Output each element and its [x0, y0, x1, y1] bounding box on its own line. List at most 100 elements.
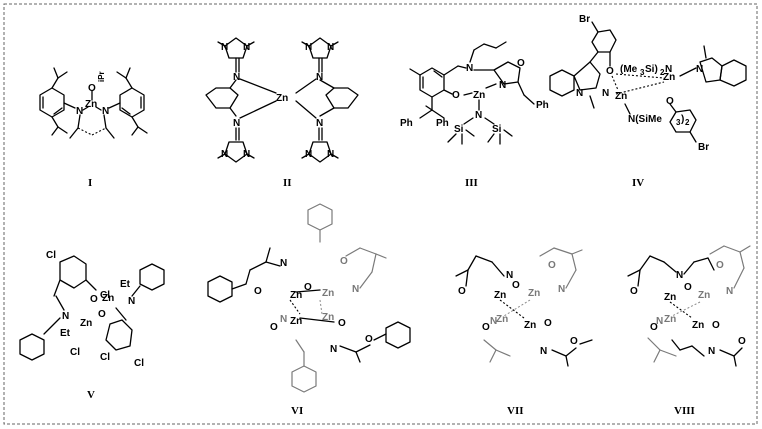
- svg-text:Br: Br: [698, 142, 709, 153]
- compound-label: III: [465, 177, 478, 189]
- svg-text:3: 3: [640, 68, 645, 77]
- svg-text:N: N: [696, 64, 703, 75]
- svg-text:O: O: [570, 336, 578, 347]
- svg-text:O: O: [512, 280, 520, 291]
- svg-text:Si): Si): [645, 64, 658, 75]
- atom-ipr: iPr: [97, 71, 106, 82]
- svg-text:O: O: [630, 286, 638, 297]
- svg-text:Cl: Cl: [100, 290, 110, 301]
- svg-text:Zn: Zn: [663, 72, 675, 83]
- svg-text:3: 3: [676, 118, 681, 127]
- svg-text:N: N: [726, 286, 733, 297]
- svg-text:N: N: [280, 258, 287, 269]
- compound-v: Cl Cl N O Zn O Zn Et Et N Cl Cl Cl V: [19, 250, 165, 401]
- svg-text:N(SiMe: N(SiMe: [628, 114, 662, 125]
- svg-text:O: O: [738, 336, 746, 347]
- svg-text:Zn: Zn: [524, 320, 536, 331]
- svg-text:N: N: [656, 316, 663, 327]
- figure-frame: [3, 3, 758, 425]
- compound-label: VII: [507, 405, 524, 417]
- svg-text:Zn: Zn: [692, 320, 704, 331]
- svg-text:N: N: [221, 42, 228, 53]
- svg-text:2: 2: [685, 118, 690, 127]
- compound-label: VIII: [674, 405, 695, 417]
- svg-text:(Me: (Me: [620, 64, 638, 75]
- compound-label: IV: [632, 177, 644, 189]
- svg-text:Zn: Zn: [290, 316, 302, 327]
- svg-text:Zn: Zn: [615, 91, 627, 102]
- svg-text:N: N: [305, 149, 312, 160]
- svg-text:N: N: [708, 346, 715, 357]
- svg-text:O: O: [712, 320, 720, 331]
- atom-n: N: [76, 106, 83, 117]
- svg-text:Zn: Zn: [102, 293, 114, 304]
- svg-text:N: N: [475, 110, 482, 121]
- svg-text:N: N: [221, 149, 228, 160]
- svg-text:Si: Si: [492, 124, 502, 135]
- svg-text:O: O: [452, 90, 460, 101]
- svg-text:N: N: [499, 80, 506, 91]
- svg-text:O: O: [684, 282, 692, 293]
- compound-iv: Br O N N (Me 3 Si) 2 N Zn Zn N O Br N(Si…: [549, 14, 747, 189]
- atom-o: O: [88, 83, 96, 94]
- svg-text:Zn: Zn: [496, 314, 508, 325]
- svg-text:N: N: [316, 72, 323, 83]
- svg-text:Zn: Zn: [322, 312, 334, 323]
- svg-text:O: O: [517, 58, 525, 69]
- svg-text:N: N: [352, 284, 359, 295]
- svg-text:N: N: [128, 296, 135, 307]
- svg-text:N: N: [243, 149, 250, 160]
- svg-text:O: O: [716, 260, 724, 271]
- svg-text:Zn: Zn: [473, 90, 485, 101]
- svg-text:N: N: [576, 88, 583, 99]
- compound-ii: N N N N N N Zn N N: [205, 37, 359, 189]
- compound-i: N N Zn O iPr I: [39, 67, 148, 189]
- svg-text:Ph: Ph: [436, 118, 449, 129]
- svg-text:O: O: [90, 294, 98, 305]
- svg-text:O: O: [340, 256, 348, 267]
- svg-text:2: 2: [660, 68, 665, 77]
- svg-text:Cl: Cl: [46, 250, 56, 261]
- compound-vii: O Zn Zn Zn Zn N N O N O O O N O VII: [455, 247, 593, 417]
- svg-text:O: O: [98, 309, 106, 320]
- compound-viii: O Zn Zn Zn Zn N N O N O O O N O VIII: [627, 245, 751, 417]
- svg-text:Cl: Cl: [70, 347, 80, 358]
- svg-text:O: O: [270, 322, 278, 333]
- compound-iii: Ph Ph O N O N Ph Zn N Si Si III: [400, 41, 549, 189]
- svg-text:N: N: [243, 42, 250, 53]
- svg-text:O: O: [304, 282, 312, 293]
- svg-text:Br: Br: [579, 14, 590, 25]
- svg-text:Zn: Zn: [664, 314, 676, 325]
- svg-text:N: N: [506, 270, 513, 281]
- compound-label: I: [88, 177, 92, 189]
- compound-label: II: [283, 177, 292, 189]
- compound-label: V: [87, 389, 95, 401]
- svg-text:): ): [681, 114, 684, 125]
- svg-text:N: N: [327, 42, 334, 53]
- svg-text:N: N: [305, 42, 312, 53]
- svg-text:Cl: Cl: [134, 358, 144, 369]
- svg-text:O: O: [365, 334, 373, 345]
- svg-text:N: N: [665, 64, 672, 75]
- svg-text:N: N: [558, 284, 565, 295]
- svg-text:N: N: [540, 346, 547, 357]
- svg-text:O: O: [548, 260, 556, 271]
- svg-text:Si: Si: [454, 124, 464, 135]
- svg-text:Cl: Cl: [100, 352, 110, 363]
- svg-text:O: O: [606, 66, 614, 77]
- atom-zn: Zn: [85, 99, 97, 110]
- atom-n: N: [102, 106, 109, 117]
- svg-text:O: O: [458, 286, 466, 297]
- svg-text:N: N: [466, 63, 473, 74]
- svg-text:Zn: Zn: [664, 292, 676, 303]
- svg-text:Zn: Zn: [494, 290, 506, 301]
- svg-text:N: N: [233, 118, 240, 129]
- svg-text:N: N: [602, 88, 609, 99]
- svg-text:O: O: [666, 96, 674, 107]
- svg-text:Ph: Ph: [536, 100, 549, 111]
- svg-text:N: N: [316, 118, 323, 129]
- svg-text:O: O: [544, 318, 552, 329]
- svg-text:N: N: [62, 311, 69, 322]
